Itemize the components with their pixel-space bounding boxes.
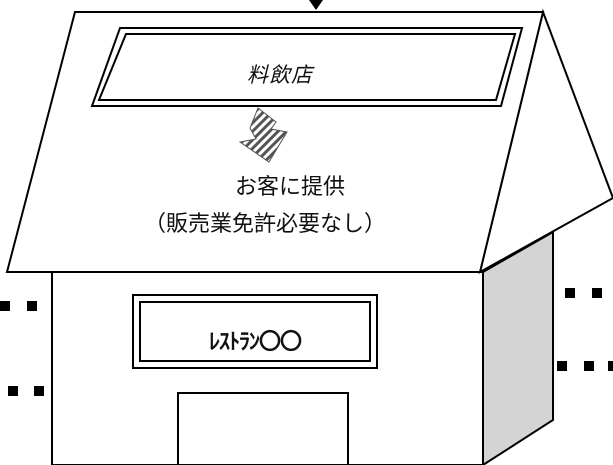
dash-left-lower-2: [34, 386, 44, 396]
arrow-caption-line1: お客に提供: [234, 175, 345, 200]
dash-right-lower-2: [584, 361, 594, 371]
dash-left-upper-1: [0, 301, 10, 311]
sign-frame-outer: [132, 294, 378, 369]
dash-left-lower-1: [8, 386, 18, 396]
arrow-caption-line2: （販売業免許必要なし）: [143, 212, 386, 237]
down-arrow-icon: [238, 107, 288, 163]
dash-right-lower-1: [557, 361, 567, 371]
banner-text: 料飲店: [247, 63, 313, 87]
connector-dashes: [0, 288, 613, 396]
banner-frame-outer: [90, 27, 524, 107]
sign-frame-inner: [139, 301, 371, 362]
sign-text: ﾚｽﾄﾗﾝ〇〇: [208, 330, 302, 355]
dash-left-upper-2: [27, 301, 37, 311]
banner-frame-inner: [97, 33, 517, 101]
side-wall: [482, 230, 554, 465]
dash-right-upper-1: [565, 288, 575, 298]
top-arrow-tip: [309, 0, 323, 10]
dash-right-lower-3: [608, 361, 613, 371]
door: [177, 392, 349, 465]
dash-right-upper-2: [592, 288, 602, 298]
